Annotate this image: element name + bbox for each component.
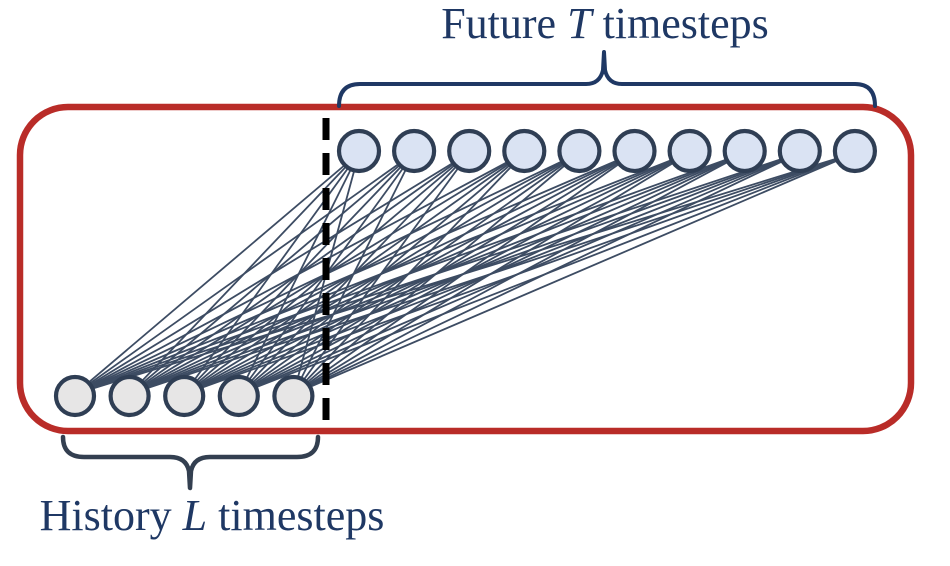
future-node <box>557 128 602 174</box>
connection-line <box>292 152 580 395</box>
history-label-variable: L <box>182 491 208 540</box>
connection-line <box>292 152 415 395</box>
connection-line <box>292 152 746 395</box>
future-label-suffix: timesteps <box>602 0 769 48</box>
connection-edges <box>74 152 856 395</box>
history-timesteps-label: History L timesteps <box>22 492 402 540</box>
outer-red-box <box>16 103 915 435</box>
future-node <box>502 128 547 174</box>
connection-line <box>237 152 360 395</box>
future-node <box>447 128 492 174</box>
history-node <box>53 374 97 418</box>
history-node <box>108 374 151 418</box>
future-node <box>832 128 878 174</box>
history-node <box>217 374 260 418</box>
future-node <box>722 128 767 174</box>
history-brace <box>60 434 321 491</box>
future-node <box>612 128 657 174</box>
connection-line <box>292 152 525 395</box>
history-node <box>163 374 206 418</box>
connection-line <box>293 152 801 395</box>
history-node <box>272 374 315 418</box>
connection-line <box>292 152 470 395</box>
future-brace <box>337 50 877 108</box>
future-node <box>777 128 822 174</box>
future-label-variable: T <box>567 0 592 48</box>
future-node-row <box>336 128 878 174</box>
future-node <box>392 128 437 174</box>
history-node-row <box>53 374 315 418</box>
connection-line <box>74 152 360 395</box>
connection-line <box>292 152 691 395</box>
future-label-prefix: Future <box>441 0 557 48</box>
future-node <box>336 128 382 174</box>
history-label-suffix: timesteps <box>218 491 385 540</box>
future-node <box>667 128 712 174</box>
connection-line <box>293 152 856 395</box>
future-timesteps-label: Future T timesteps <box>375 0 835 48</box>
connection-line <box>183 152 360 395</box>
connection-line <box>128 152 360 395</box>
connection-line <box>292 152 636 395</box>
history-label-prefix: History <box>39 491 172 540</box>
